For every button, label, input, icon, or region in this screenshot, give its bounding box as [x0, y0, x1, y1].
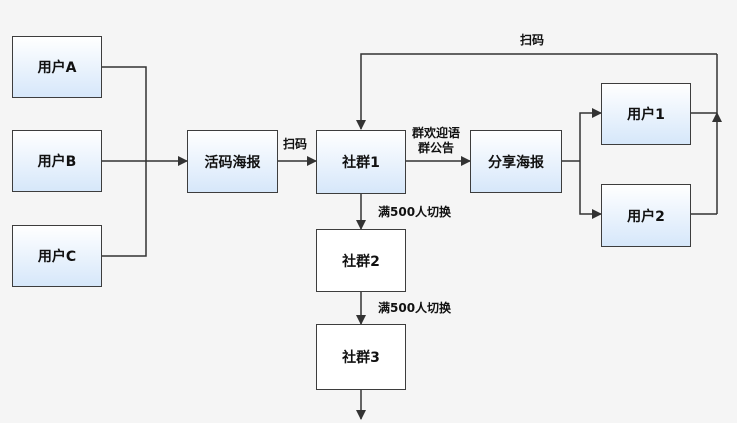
edge-label-switch-2: 满500人切换 — [378, 301, 452, 315]
node-group-1-label: 社群1 — [342, 155, 380, 171]
node-user-c-label: 用户C — [37, 249, 77, 265]
node-group-3: 社群3 — [316, 324, 406, 390]
edge-split-to-user2 — [579, 161, 602, 219]
node-user-b: 用户B — [12, 130, 102, 192]
node-user-a-label: 用户A — [37, 60, 77, 76]
edge-user-a-merge — [101, 66, 147, 161]
node-live-code-poster: 活码海报 — [187, 130, 278, 193]
node-group-2-label: 社群2 — [342, 253, 380, 270]
node-group-3-label: 社群3 — [342, 350, 380, 366]
node-user-a: 用户A — [12, 36, 102, 98]
node-user-1-label: 用户1 — [627, 107, 665, 123]
edge-label-scan: 扫码 — [283, 137, 308, 151]
node-user-1: 用户1 — [601, 83, 691, 145]
node-share-poster-label: 分享海报 — [488, 154, 544, 171]
node-group-2: 社群2 — [316, 229, 406, 292]
node-user-b-label: 用户B — [37, 154, 77, 170]
node-user-c: 用户C — [12, 225, 102, 287]
edge-label-welcome-line2: 群公告 — [417, 141, 454, 155]
node-user-2-label: 用户2 — [627, 208, 665, 225]
edge-split-to-user1 — [579, 108, 602, 161]
node-group-1: 社群1 — [316, 130, 406, 194]
node-share-poster: 分享海报 — [470, 130, 562, 193]
edge-user-c-merge — [101, 161, 147, 257]
node-user-2: 用户2 — [601, 184, 691, 247]
node-live-code-poster-label: 活码海报 — [204, 154, 261, 171]
edge-loop-back — [356, 53, 717, 130]
edge-label-welcome: 群欢迎语 群公告 — [405, 126, 467, 156]
edge-label-welcome-line1: 群欢迎语 — [411, 126, 460, 140]
edge-label-switch-1: 满500人切换 — [378, 205, 452, 219]
edge-label-scan-loop: 扫码 — [520, 33, 545, 47]
